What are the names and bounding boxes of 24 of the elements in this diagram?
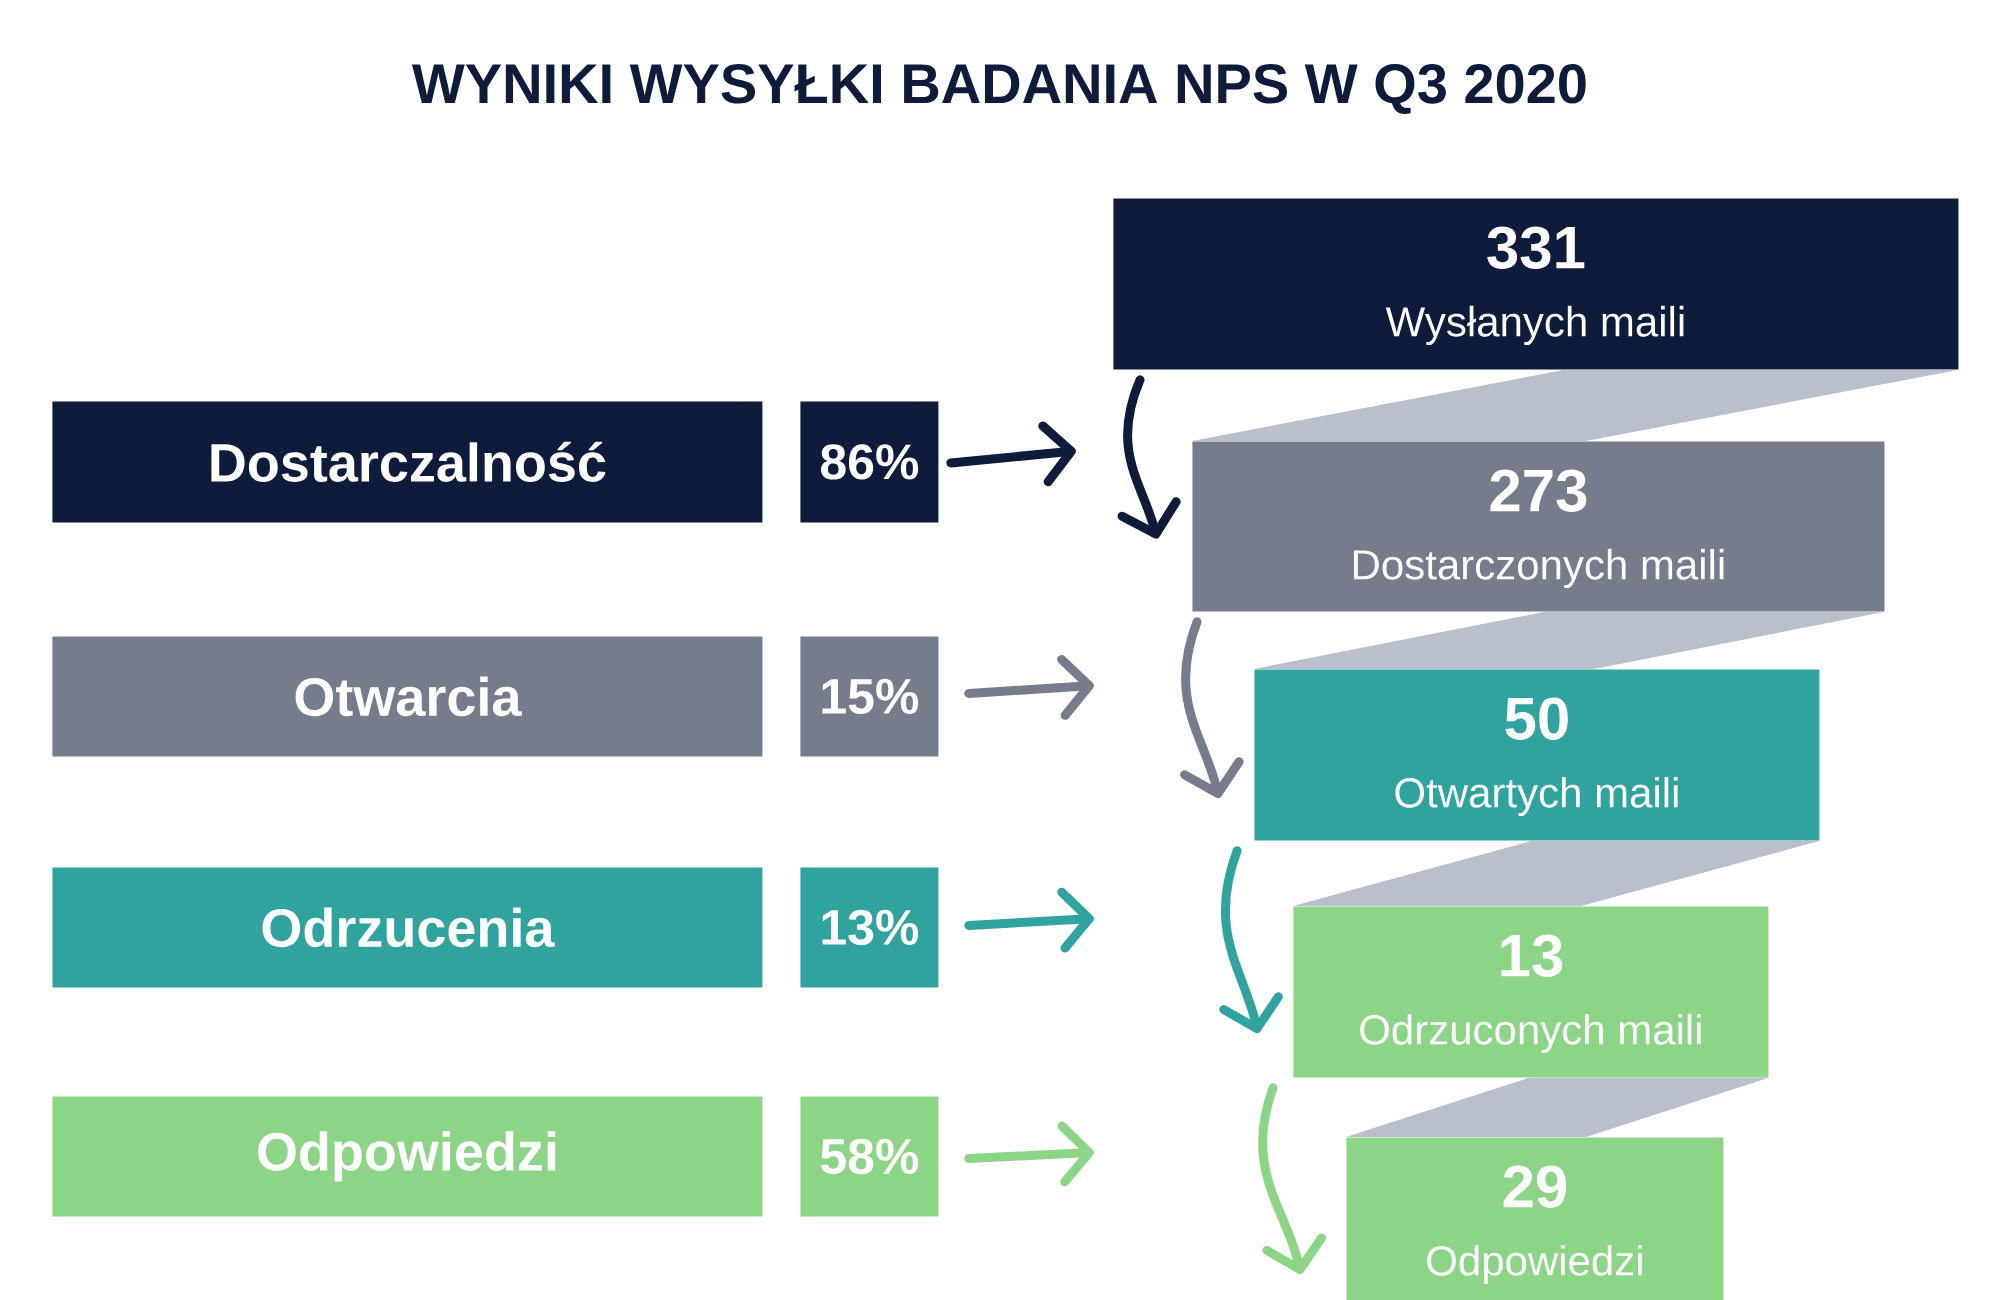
percent-box: 15% xyxy=(800,636,939,757)
funnel-box: 273 Dostarczonych maili xyxy=(1192,441,1885,612)
funnel-box: 13 Odrzuconych maili xyxy=(1293,906,1769,1078)
percent-box: 58% xyxy=(800,1096,939,1217)
metric-box: Odrzucenia xyxy=(52,867,763,988)
arrow xyxy=(964,654,1094,720)
percent-box: 86% xyxy=(800,401,939,523)
curved-arrow xyxy=(1117,375,1181,539)
funnel-band xyxy=(1293,840,1820,906)
metric-box: Odpowiedzi xyxy=(52,1096,763,1217)
metric-box: Otwarcia xyxy=(52,636,763,757)
title: WYNIKI WYSYŁKI BADANIA NPS W Q3 2020 xyxy=(412,63,1586,115)
arrow xyxy=(964,887,1094,953)
funnel-box: 29 Odpowiedzi xyxy=(1346,1137,1724,1300)
funnel-box: 331 Wysłanych maili xyxy=(1113,198,1959,370)
arrow xyxy=(946,421,1076,487)
funnel-box: 50 Otwartych maili xyxy=(1254,669,1820,841)
curved-arrow xyxy=(1219,846,1283,1034)
percent-box: 13% xyxy=(800,867,939,988)
curved-arrow xyxy=(1258,1083,1327,1275)
metric-box: Dostarczalność xyxy=(52,401,763,523)
arrow xyxy=(964,1121,1094,1187)
curved-arrow xyxy=(1180,617,1244,799)
funnel-band xyxy=(1346,1077,1769,1137)
